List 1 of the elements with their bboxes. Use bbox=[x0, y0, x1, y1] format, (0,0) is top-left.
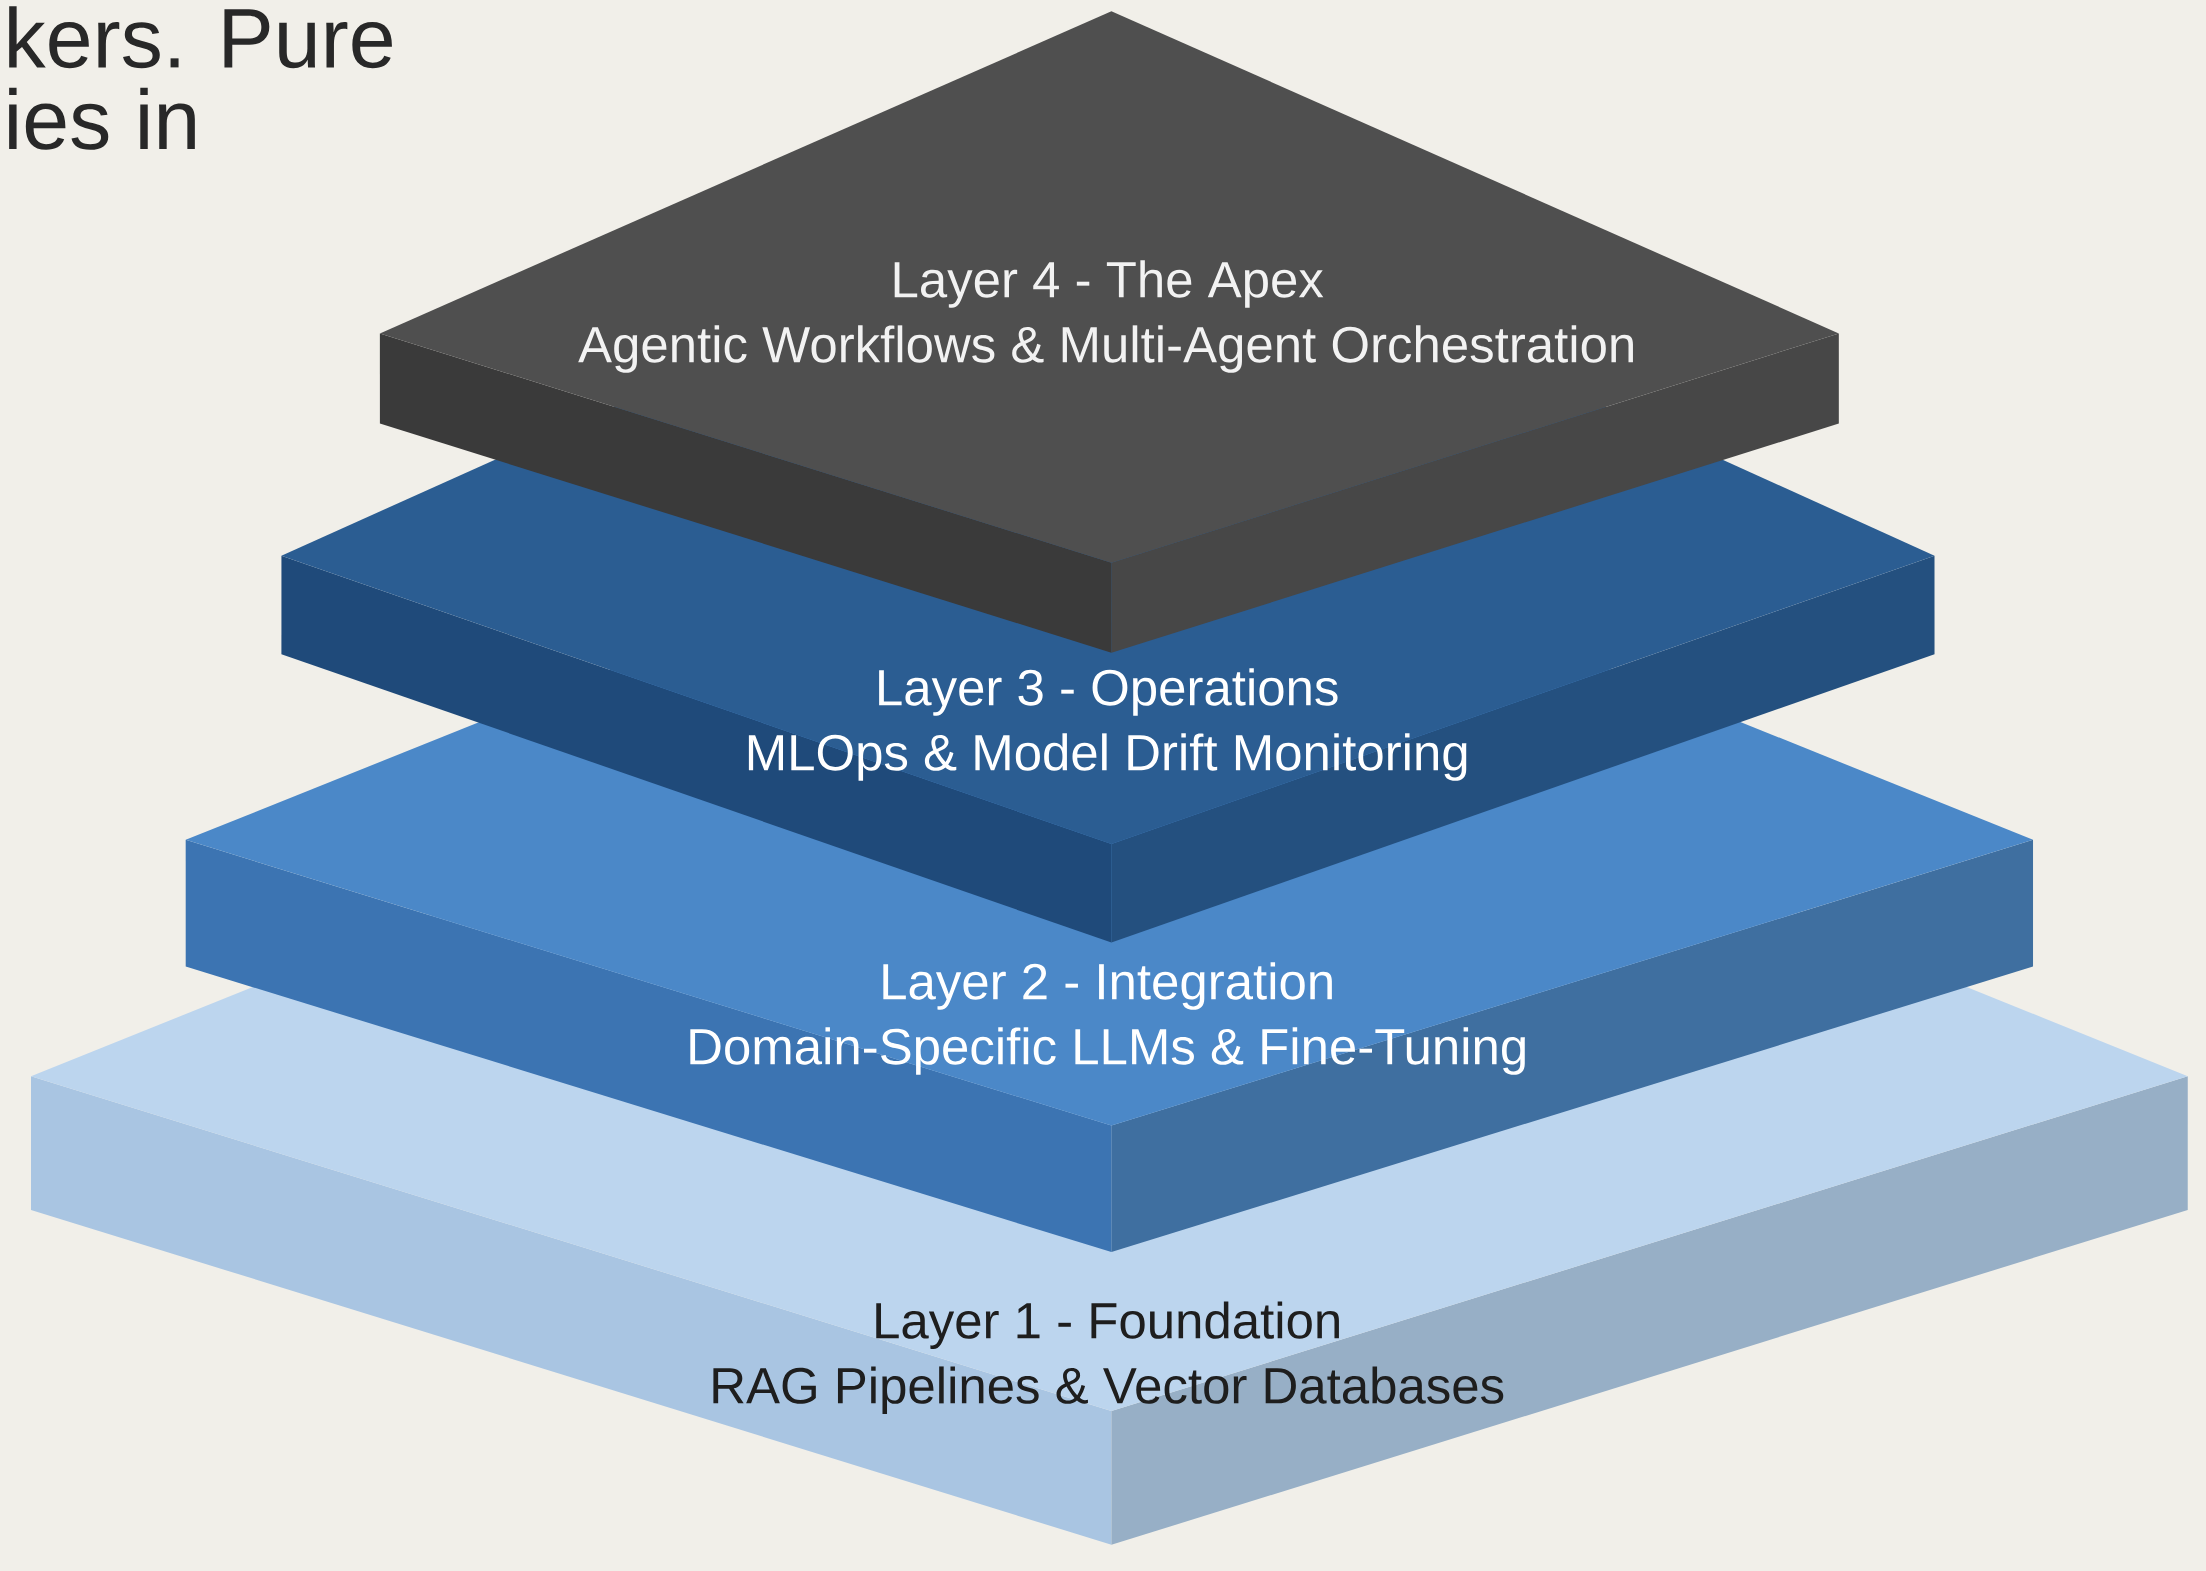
note-text: ies in bbox=[9, 87, 195, 150]
